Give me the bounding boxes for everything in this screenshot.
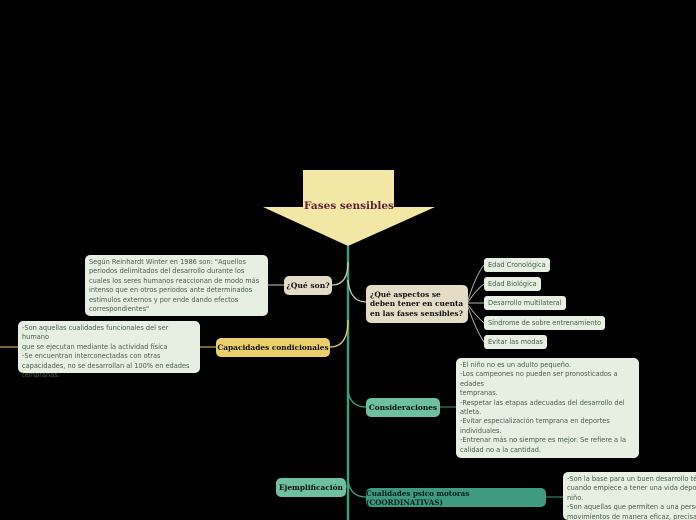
leaf-edad-cronologica[interactable]: Edad Cronológica [484, 258, 550, 272]
node-cualidades-label: Cualidades psico motoras (COORDINATIVAS) [366, 488, 470, 507]
node-consideraciones[interactable]: Consideraciones [366, 398, 440, 417]
node-ejemplificacion-label: Ejemplificación [279, 483, 343, 492]
node-ejemplificacion[interactable]: Ejemplificación [276, 478, 346, 497]
root-topic-title[interactable]: Fases sensibles [304, 200, 394, 212]
note-que-son[interactable]: Según Reinhardt Winter en 1986 son: "Aqu… [85, 255, 268, 316]
node-que-son[interactable]: ¿Qué son? [284, 276, 332, 295]
note-consideraciones[interactable]: -El niño no es un adulto pequeño. -Los c… [456, 358, 639, 458]
leaf-desarrollo-multilateral[interactable]: Desarrollo multilateral [484, 296, 566, 310]
leaf-evitar-modas[interactable]: Evitar las modas [484, 335, 547, 349]
node-capacidades-condicionales[interactable]: Capacidades condicionales [216, 338, 330, 357]
node-aspectos[interactable]: ¿Qué aspectos se deben tener en cuenta e… [366, 285, 468, 323]
node-capacidades-label: Capacidades condicionales [217, 343, 329, 352]
node-cualidades-psicomotoras[interactable]: Cualidades psico motoras (COORDINATIVAS) [366, 488, 546, 507]
note-capacidades[interactable]: -Son aquellas cualidades funcionales del… [18, 321, 200, 379]
node-consideraciones-label: Consideraciones [368, 403, 438, 412]
leaf-sindrome-sobre-entrenamiento[interactable]: Síndrome de sobre entrenamiento [484, 316, 606, 330]
node-aspectos-label: ¿Qué aspectos se deben tener en cuenta e… [370, 289, 464, 318]
root-arrow-shape [263, 170, 435, 246]
node-que-son-label: ¿Qué son? [286, 281, 330, 290]
leaf-edad-biologica[interactable]: Edad Biológica [484, 277, 541, 291]
